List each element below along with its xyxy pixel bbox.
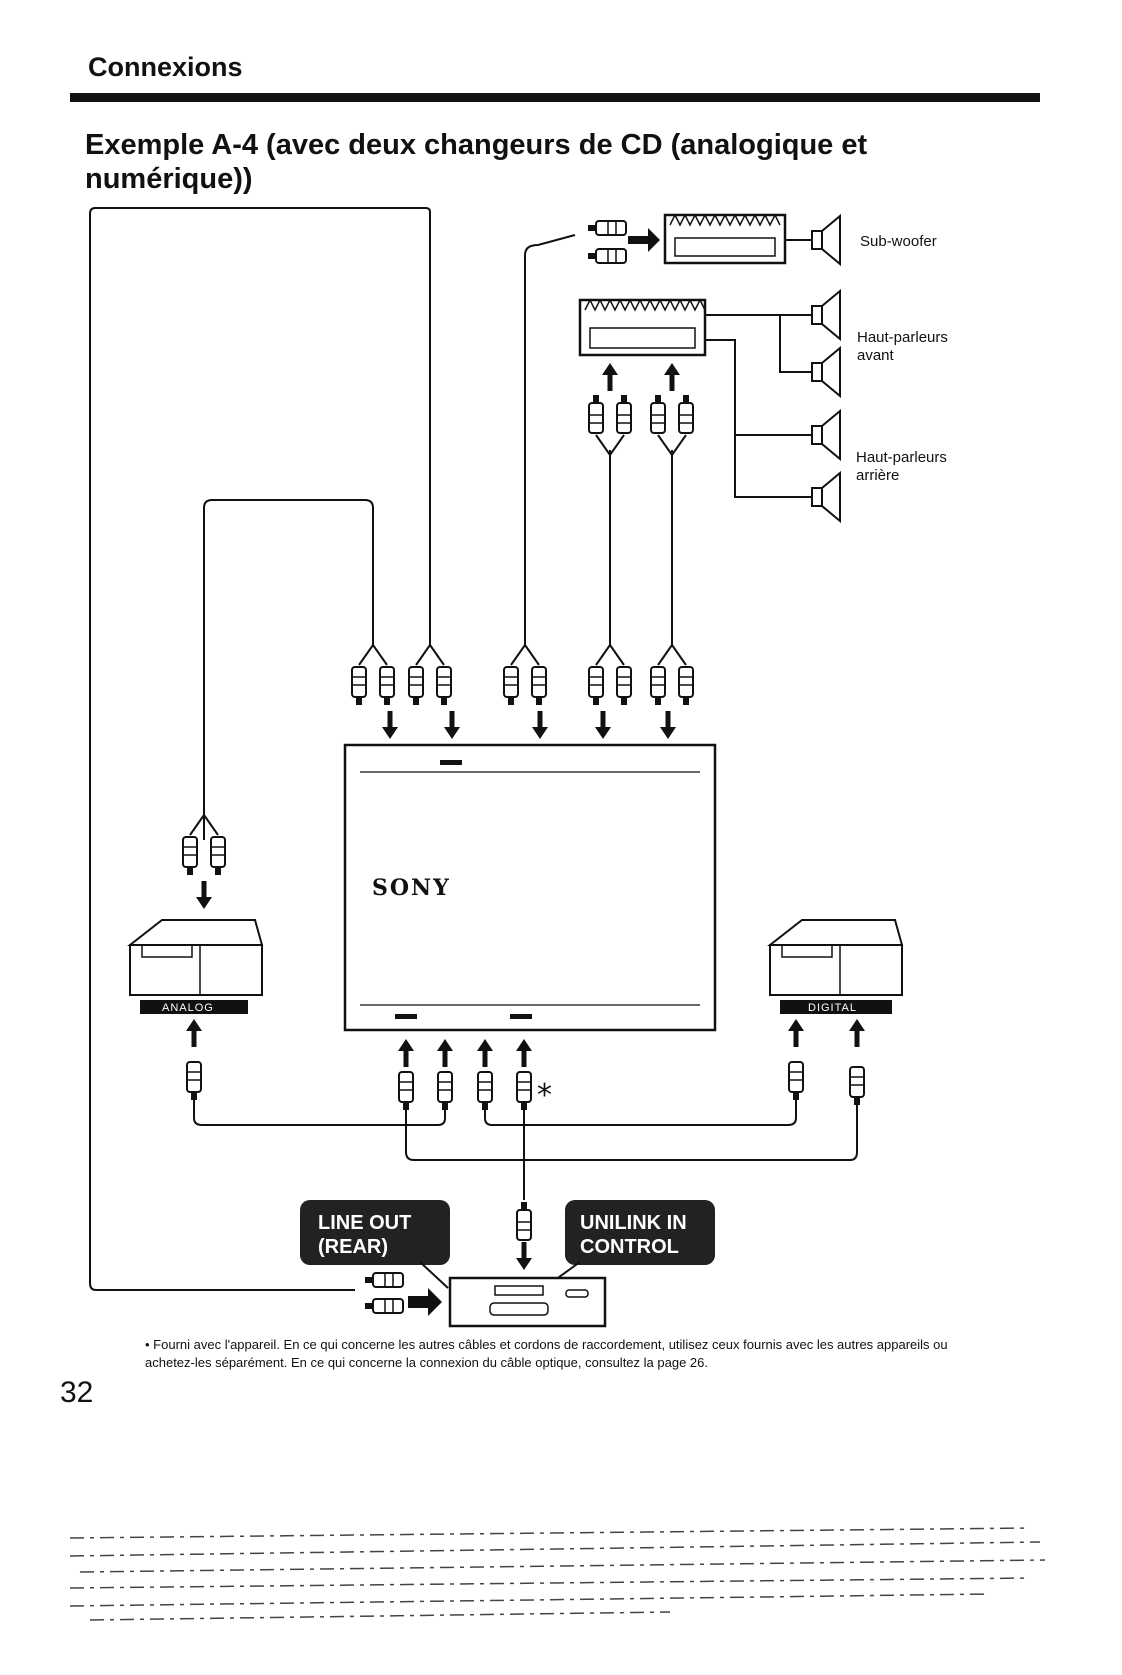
example-title: Exemple A-4 (avec deux changeurs de CD (… bbox=[85, 129, 868, 195]
sony-logo: SONY bbox=[372, 875, 451, 901]
control-plug bbox=[516, 1201, 532, 1241]
arrow-up-amp-2 bbox=[664, 363, 680, 391]
asterisk-mark: * bbox=[537, 1078, 552, 1113]
speaker-amplifier bbox=[578, 298, 707, 357]
header-rule bbox=[70, 93, 1040, 102]
head-unit bbox=[448, 1276, 607, 1328]
arrow-to-sub-amp bbox=[628, 228, 660, 252]
front-speaker-2 bbox=[811, 347, 841, 397]
front-speaker-1 bbox=[811, 290, 841, 340]
subwoofer-amplifier bbox=[663, 213, 787, 265]
cable-analog-unilink bbox=[193, 1100, 446, 1126]
footnote: • Fourni avec l'appareil. En ce qui conc… bbox=[145, 1337, 948, 1370]
subwoofer-speaker bbox=[811, 215, 841, 265]
rear-speaker-1 bbox=[811, 410, 841, 460]
page-number: 32 bbox=[60, 1376, 94, 1409]
cable-analog-to-changer bbox=[203, 499, 374, 840]
amp-input-plugs bbox=[588, 394, 694, 434]
badge-unilink: UNILINK IN CONTROL bbox=[565, 1200, 715, 1265]
section-title: Connexions bbox=[88, 52, 243, 82]
badge-unilink-1: UNILINK IN bbox=[580, 1212, 687, 1234]
rear-speaker-2 bbox=[811, 472, 841, 522]
cable-rear-line-out bbox=[89, 207, 431, 1291]
arrow-to-head-unit bbox=[516, 1242, 532, 1270]
label-analog: ANALOG bbox=[162, 1002, 214, 1014]
subwoofer-plugs bbox=[587, 220, 627, 264]
unit-top-arrows bbox=[382, 711, 676, 739]
line-out-plugs bbox=[364, 1272, 404, 1314]
arrow-to-head-unit-side bbox=[408, 1288, 442, 1316]
label-front-1: Haut-parleurs bbox=[857, 329, 948, 346]
label-rear-1: Haut-parleurs bbox=[856, 449, 947, 466]
cable-optical bbox=[405, 1105, 858, 1161]
label-rear-2: arrière bbox=[856, 467, 899, 484]
badge-line-out-2: (REAR) bbox=[318, 1236, 388, 1258]
digital-cd-changer: DIGITAL bbox=[767, 919, 904, 1014]
analog-top-plugs bbox=[182, 814, 226, 909]
main-unit: SONY bbox=[343, 743, 717, 1032]
cable-subwoofer bbox=[524, 234, 576, 645]
scan-artifact-lines bbox=[70, 1527, 1046, 1621]
cable-digital-unilink bbox=[484, 1100, 797, 1126]
badge-line-out: LINE OUT (REAR) bbox=[300, 1200, 450, 1265]
label-digital: DIGITAL bbox=[808, 1002, 857, 1014]
arrow-up-amp-1 bbox=[602, 363, 618, 391]
label-subwoofer: Sub-woofer bbox=[860, 233, 937, 250]
badge-line-out-1: LINE OUT bbox=[318, 1212, 411, 1234]
analog-cd-changer: ANALOG bbox=[127, 919, 264, 1014]
connection-diagram: Sub-woofer Haut-parleurs avant Haut-parl… bbox=[89, 207, 948, 1328]
unit-top-plugs bbox=[351, 644, 694, 706]
label-front-2: avant bbox=[857, 347, 895, 364]
badge-unilink-2: CONTROL bbox=[580, 1236, 679, 1258]
bottom-plugs bbox=[186, 1061, 865, 1111]
